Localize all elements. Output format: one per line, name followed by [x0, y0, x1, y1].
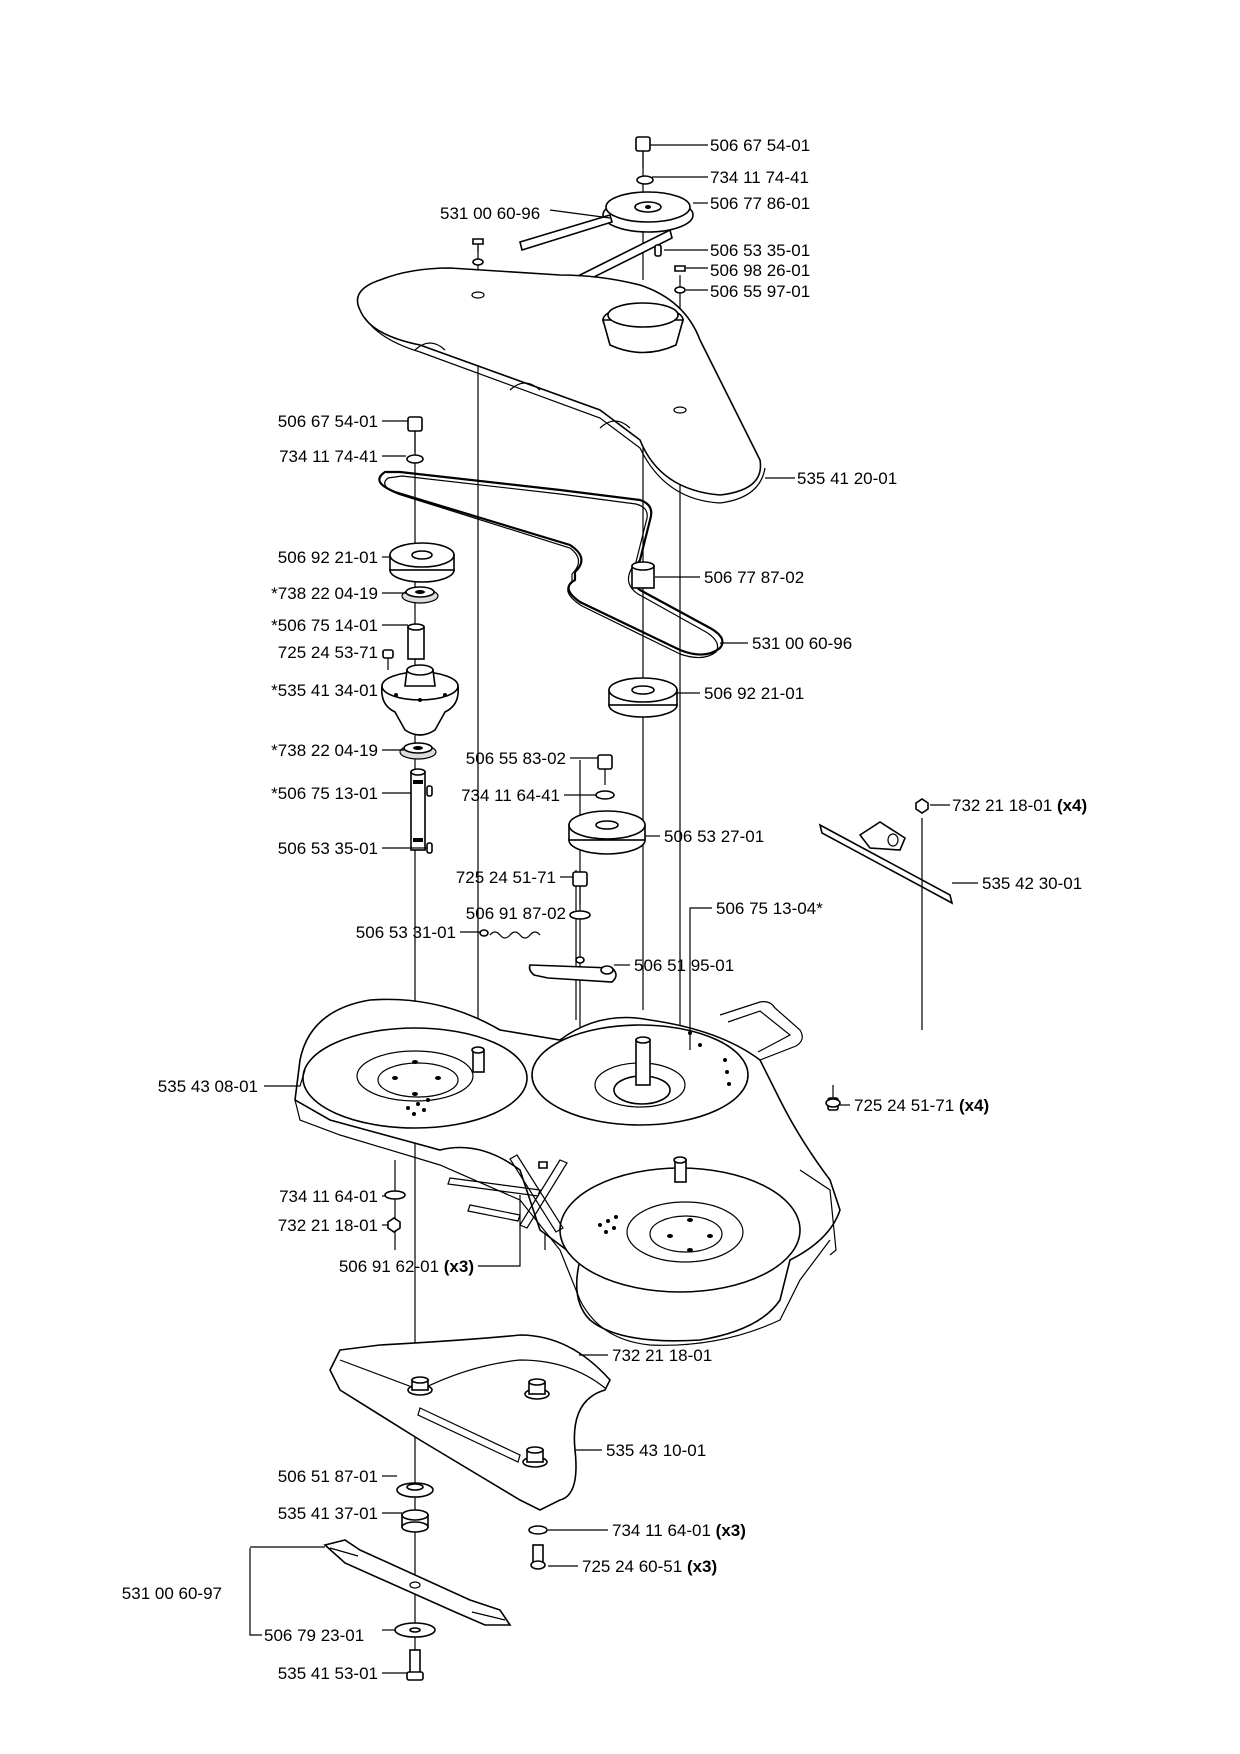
callout-531-00-60-96: 531 00 60-96 — [440, 204, 540, 223]
callout-506-92-21-01-right: 506 92 21-01 — [704, 684, 804, 703]
callout-535-41-20-01: 535 41 20-01 — [797, 469, 897, 488]
callout-506-55-83-02: 506 55 83-02 — [466, 749, 566, 768]
callout-725-24-51-71: 725 24 51-71 — [456, 868, 556, 887]
v-belt — [378, 470, 724, 659]
callout-506-51-95-01: 506 51 95-01 — [634, 956, 734, 975]
baffle-plate — [329, 1334, 611, 1511]
callout-734-11-74-41-left: 734 11 74-41 — [279, 447, 378, 466]
callout-506-75-13-04: 506 75 13-04* — [716, 899, 823, 918]
callout-738-22-04-19-top: *738 22 04-19 — [271, 584, 378, 603]
callout-531-00-60-97: 531 00 60-97 — [122, 1584, 222, 1603]
mower-deck — [294, 998, 841, 1346]
callout-535-41-53-01: 535 41 53-01 — [278, 1664, 378, 1683]
top-pulley-assembly — [472, 136, 694, 294]
blade-assembly — [323, 1482, 548, 1681]
callout-734-11-64-41: 734 11 64-41 — [461, 786, 560, 805]
callout-506-53-27-01: 506 53 27-01 — [664, 827, 764, 846]
left-spindle-stack — [380, 416, 460, 854]
deck-bracket — [818, 798, 954, 1030]
callout-535-42-30-01: 535 42 30-01 — [982, 874, 1082, 893]
callout-725-24-60-51-x3: 725 24 60-51 (x3) — [582, 1557, 717, 1576]
callout-506-77-86-01: 506 77 86-01 — [710, 194, 810, 213]
callout-506-53-35-01: 506 53 35-01 — [710, 241, 810, 260]
callout-732-21-18-01-center: 732 21 18-01 — [612, 1346, 712, 1365]
belt-cover — [356, 267, 766, 504]
callout-535-41-37-01: 535 41 37-01 — [278, 1504, 378, 1523]
callout-506-55-97-01: 506 55 97-01 — [710, 282, 810, 301]
callout-labels: 506 67 54-01 734 11 74-41 531 00 60-96 5… — [122, 136, 1087, 1683]
callout-732-21-18-01-left: 732 21 18-01 — [278, 1216, 378, 1235]
callout-506-77-87-02: 506 77 87-02 — [704, 568, 804, 587]
idler-spacer — [631, 561, 655, 589]
callout-506-98-26-01: 506 98 26-01 — [710, 261, 810, 280]
callout-734-11-64-01: 734 11 64-01 — [279, 1187, 378, 1206]
callout-506-51-87-01: 506 51 87-01 — [278, 1467, 378, 1486]
leader-lines — [249, 144, 978, 1674]
tension-pulley-assembly — [479, 754, 646, 983]
callout-734-11-74-41: 734 11 74-41 — [710, 168, 809, 187]
callout-535-41-34-01: *535 41 34-01 — [271, 681, 378, 700]
callout-738-22-04-19-bottom: *738 22 04-19 — [271, 741, 378, 760]
callout-734-11-64-01-x3: 734 11 64-01 (x3) — [612, 1521, 746, 1540]
callout-506-91-87-02: 506 91 87-02 — [466, 904, 566, 923]
callout-506-75-13-01: *506 75 13-01 — [271, 784, 378, 803]
callout-506-92-21-01-left: 506 92 21-01 — [278, 548, 378, 567]
callout-725-24-53-71: 725 24 53-71 — [278, 643, 378, 662]
callout-732-21-18-01-x4: 732 21 18-01 (x4) — [952, 796, 1087, 815]
callout-506-75-14-01: *506 75 14-01 — [271, 616, 378, 635]
callout-506-53-35-01-left: 506 53 35-01 — [278, 839, 378, 858]
callout-506-91-62-01-x3: 506 91 62-01 (x3) — [339, 1257, 474, 1276]
callout-506-67-54-01: 506 67 54-01 — [710, 136, 810, 155]
callout-725-24-51-71-x4: 725 24 51-71 (x4) — [854, 1096, 989, 1115]
callout-535-43-10-01: 535 43 10-01 — [606, 1441, 706, 1460]
callout-535-43-08-01: 535 43 08-01 — [158, 1077, 258, 1096]
right-pulley — [608, 677, 678, 718]
callout-531-00-60-96-belt: 531 00 60-96 — [752, 634, 852, 653]
callout-506-67-54-01-left: 506 67 54-01 — [278, 412, 378, 431]
callout-506-79-23-01: 506 79 23-01 — [264, 1626, 364, 1645]
callout-506-53-31-01: 506 53 31-01 — [356, 923, 456, 942]
